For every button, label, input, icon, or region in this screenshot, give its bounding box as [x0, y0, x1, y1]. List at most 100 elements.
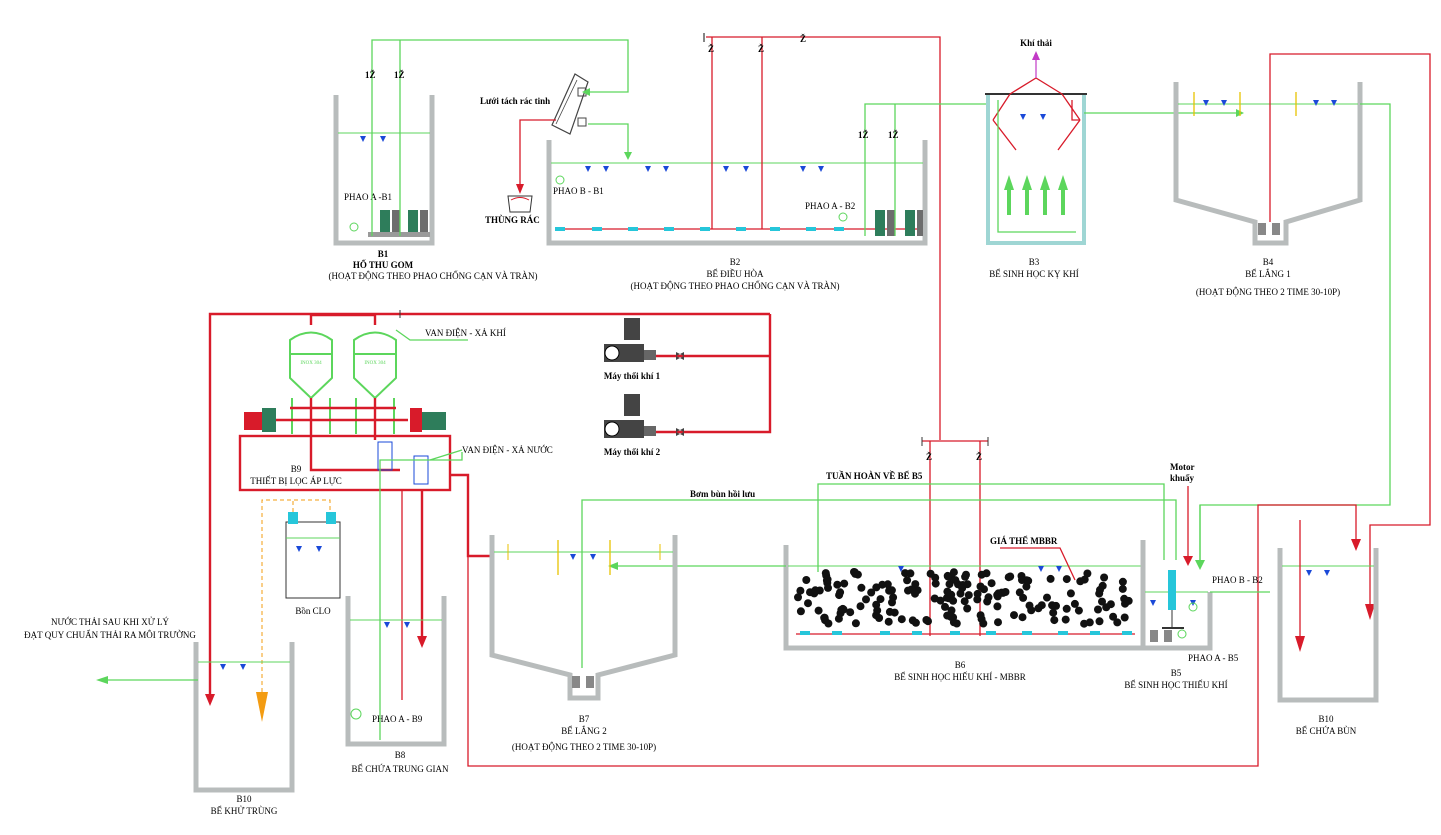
mbbr-media-ball: [796, 586, 805, 595]
mbbr-media-ball: [922, 616, 931, 624]
b5-motor-label-1: Motor: [1170, 462, 1195, 472]
mbbr-media-ball: [931, 579, 940, 588]
mbbr-media-ball: [949, 568, 958, 577]
mbbr-media-ball: [872, 583, 881, 592]
mbbr-media-ball: [1010, 611, 1018, 620]
mbbr-media-ball: [952, 619, 961, 628]
mbbr-media-ball: [1027, 606, 1036, 615]
svg-text:1Ž: 1Ž: [394, 70, 405, 80]
svg-text:Ž: Ž: [708, 44, 714, 54]
mbbr-media-ball: [1037, 601, 1046, 610]
vent-valve-label: VAN ĐIỆN - XẢ KHÍ: [425, 328, 506, 338]
b5-code: B5: [1171, 668, 1182, 678]
vessel1-label: INOX 304: [300, 361, 322, 366]
mbbr-media-ball: [994, 618, 1002, 627]
b2-float-a-label: PHAO A - B2: [805, 201, 855, 211]
mbbr-media-ball: [979, 619, 988, 628]
output-line-1: NƯỚC THẢI SAU KHI XỬ LÝ: [51, 617, 170, 627]
mbbr-media-ball: [857, 583, 866, 592]
b2-name: BỂ ĐIỀU HÒA: [707, 269, 764, 279]
b7-name: BỂ LẮNG 2: [561, 726, 607, 736]
mbbr-media-ball: [963, 604, 972, 613]
mbbr-media-ball: [911, 618, 920, 627]
mbbr-media-ball: [1066, 589, 1075, 598]
mbbr-media-ball: [833, 580, 842, 589]
mbbr-media-ball: [838, 604, 847, 613]
b3-name: BỂ SINH HỌC KỴ KHÍ: [989, 269, 1079, 279]
mbbr-media-ball: [961, 572, 970, 581]
svg-text:Ž: Ž: [926, 452, 932, 462]
mbbr-media-ball: [885, 607, 894, 616]
tank-b7: [489, 535, 678, 701]
tank-b4: [1173, 82, 1363, 246]
mbbr-media-ball: [851, 619, 860, 628]
mbbr-media-ball: [856, 602, 865, 611]
b7-note: (HOẠT ĐỘNG THEO 2 TIME 30-10P): [512, 742, 656, 752]
mbbr-media-ball: [867, 588, 876, 597]
mbbr-media-ball: [973, 595, 982, 604]
mbbr-media-ball: [977, 570, 986, 579]
mbbr-media-ball: [872, 600, 881, 609]
tank-b8: [345, 596, 447, 747]
screen-label: Lưới tách rác tinh: [480, 96, 550, 106]
mbbr-media-ball: [1120, 613, 1129, 622]
b10-sludge-name: BỂ CHỨA BÙN: [1296, 726, 1357, 736]
b6-name: BỂ SINH HỌC HIẾU KHÍ - MBBR: [894, 672, 1026, 682]
tank-b2: [546, 140, 928, 246]
water-valve-label: VAN ĐIỆN - XẢ NƯỚC: [462, 445, 553, 455]
mbbr-media-ball: [820, 613, 829, 622]
mbbr-media-ball: [1118, 584, 1127, 593]
b10-dis-code: B10: [236, 794, 252, 804]
mbbr-media-ball: [1061, 615, 1070, 624]
svg-text:Ž: Ž: [976, 452, 982, 462]
tank-b10-sludge: [1277, 548, 1379, 703]
b8-float-label: PHAO A - B9: [372, 714, 423, 724]
mbbr-media-ball: [1096, 585, 1104, 594]
mbbr-media-ball: [907, 585, 916, 594]
mbbr-media-ball: [1074, 606, 1083, 615]
mbbr-media-ball: [926, 569, 935, 578]
b8-code: B8: [395, 750, 406, 760]
mbbr-media-ball: [811, 586, 820, 595]
tank-b5: [1140, 540, 1213, 651]
mbbr-media-ball: [903, 576, 912, 585]
mbbr-media-ball: [1043, 593, 1051, 602]
clo-tank-label: Bồn CLO: [295, 606, 331, 616]
mbbr-media-ball: [1015, 588, 1024, 597]
mbbr-media-ball: [964, 591, 973, 600]
b1-note: (HOẠT ĐỘNG THEO PHAO CHỐNG CẠN VÀ TRÀN): [328, 271, 537, 281]
b4-code: B4: [1263, 257, 1274, 267]
clo-tank: [285, 512, 341, 599]
mbbr-media-ball: [1098, 597, 1106, 606]
b6-sludge-return-label: Bơm bùn hồi lưu: [690, 489, 755, 499]
mbbr-media-ball: [1070, 599, 1079, 608]
mbbr-media-ball: [1113, 618, 1122, 627]
mbbr-media-ball: [1121, 599, 1129, 608]
mbbr-media-ball: [850, 568, 859, 577]
mbbr-media-ball: [823, 575, 832, 584]
mbbr-media-ball: [1095, 617, 1104, 626]
mbbr-media-ball: [1106, 600, 1115, 609]
output-line-2: ĐẠT QUY CHUẨN THẢI RA MÔI TRƯỜNG: [24, 630, 196, 640]
blower-1: [604, 318, 656, 362]
mbbr-media-ball: [802, 576, 811, 584]
b10-sludge-code: B10: [1318, 714, 1334, 724]
b1-name: HỐ THU GOM: [353, 260, 414, 270]
b4-note: (HOẠT ĐỘNG THEO 2 TIME 30-10P): [1196, 287, 1340, 297]
b5-name: BỂ SINH HỌC THIẾU KHÍ: [1124, 680, 1227, 690]
mbbr-media-ball: [1004, 573, 1013, 582]
svg-text:1Ž: 1Ž: [365, 70, 376, 80]
mbbr-media-ball: [1018, 613, 1027, 622]
b2-note: (HOẠT ĐỘNG THEO PHAO CHỐNG CẠN VÀ TRÀN): [630, 281, 839, 291]
b9-pressure-filter: INOX 304 INOX 304: [238, 313, 452, 492]
mbbr-media-ball: [1100, 573, 1109, 582]
mbbr-media-ball: [993, 602, 1002, 611]
mbbr-media-ball: [804, 599, 812, 608]
b5-float-b-label: PHAO B - B2: [1212, 575, 1263, 585]
mbbr-media-ball: [1118, 577, 1127, 586]
trash-bin-label: THÙNG RÁC: [485, 215, 540, 225]
mbbr-media-ball: [947, 612, 955, 621]
b2-float-b-label: PHAO B - B1: [553, 186, 604, 196]
mbbr-media-ball: [1046, 574, 1055, 583]
